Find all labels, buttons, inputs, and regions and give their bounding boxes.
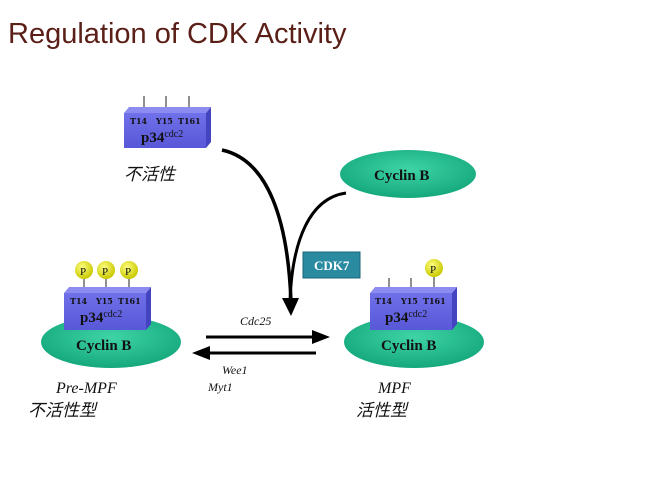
cube-top <box>370 287 457 293</box>
cube-side <box>146 287 151 330</box>
top-state-label: 不活性 <box>124 165 177 185</box>
protein-superscript: cdc2 <box>164 129 183 140</box>
residue-t14: T14 <box>70 296 88 306</box>
myt1-label: Myt1 <box>207 380 233 394</box>
arrowhead-down-icon <box>282 298 299 316</box>
cube-side <box>206 107 211 148</box>
residue-t161: T161 <box>423 296 446 306</box>
residue-y15: Y15 <box>95 296 113 306</box>
cdc25-label: Cdc25 <box>240 314 271 328</box>
phosphate-icon <box>97 261 115 279</box>
pre-mpf-name: Pre-MPF <box>55 380 117 397</box>
cube-side <box>452 287 457 330</box>
mpf-name: MPF <box>377 380 411 397</box>
residue-t161: T161 <box>178 116 201 126</box>
protein-label: p34cdc2 <box>385 309 427 326</box>
protein-name: p34 <box>141 130 165 146</box>
phosphate-label: P <box>80 266 86 278</box>
protein-label: p34cdc2 <box>80 309 122 326</box>
phosphate-label: P <box>125 266 131 278</box>
free-cyclin-b <box>340 150 476 198</box>
protein-superscript: cdc2 <box>103 309 122 320</box>
phosphate-icon <box>425 259 443 277</box>
cube-front <box>370 293 452 330</box>
p34-binding-arrow <box>221 148 293 303</box>
arrowhead-right-icon <box>312 330 330 344</box>
slide-title: Regulation of CDK Activity <box>8 18 347 50</box>
mpf-cyclin-label: Cyclin B <box>381 338 436 354</box>
arrowhead-left-icon <box>192 346 210 360</box>
protein-label: p34cdc2 <box>141 129 183 146</box>
protein-name: p34 <box>385 310 409 326</box>
cube-top <box>124 107 211 113</box>
pre-mpf-cyclin-label: Cyclin B <box>76 338 131 354</box>
cdk7-label: CDK7 <box>314 258 350 273</box>
cube-front <box>124 113 206 148</box>
residue-t14: T14 <box>375 296 393 306</box>
wee1-label: Wee1 <box>222 363 248 377</box>
free-cyclin-label: Cyclin B <box>374 168 429 184</box>
protein-superscript: cdc2 <box>408 309 427 320</box>
phosphate-icon <box>120 261 138 279</box>
residue-y15: Y15 <box>400 296 418 306</box>
residue-t14: T14 <box>130 116 148 126</box>
cdk7-box <box>302 251 361 279</box>
pre-mpf-complex: P P P T14 Y15 T161 p34cdc2 Cyclin B <box>41 261 181 368</box>
cube-top <box>64 287 151 293</box>
residue-y15: Y15 <box>155 116 173 126</box>
mpf-state: 活性型 <box>356 401 409 421</box>
protein-name: p34 <box>80 310 104 326</box>
phosphate-icon <box>75 261 93 279</box>
cyclin-binding-arrow <box>288 191 347 303</box>
mpf-complex: P T14 Y15 T161 p34cdc2 Cyclin B <box>344 259 484 368</box>
top-p34-cube: T14 Y15 T161 p34cdc2 <box>124 96 211 148</box>
pre-mpf-state: 不活性型 <box>28 401 98 421</box>
cube-front <box>64 293 146 330</box>
residue-t161: T161 <box>118 296 141 306</box>
phosphate-label: P <box>430 264 436 276</box>
phosphate-label: P <box>102 266 108 278</box>
